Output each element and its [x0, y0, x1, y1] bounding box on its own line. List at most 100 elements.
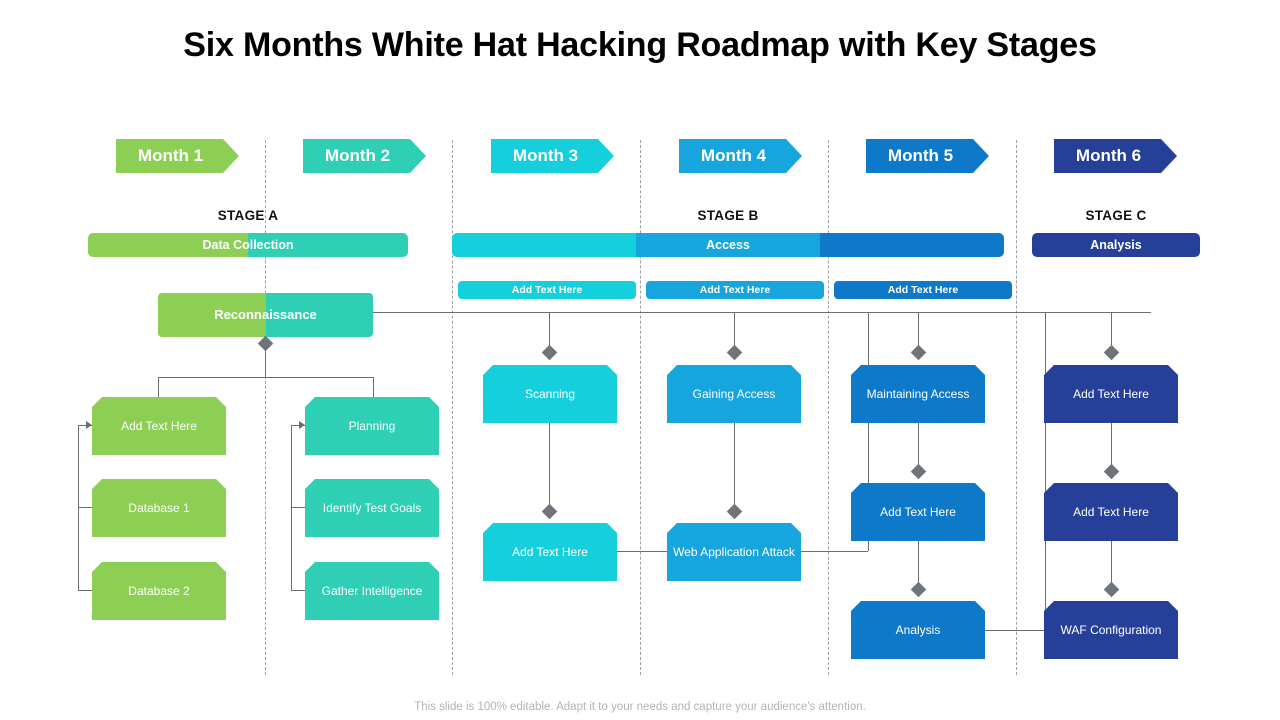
month-banner-label: Month 6 [1075, 146, 1142, 165]
node-label: Maintaining Access [866, 386, 970, 401]
month-banner-3[interactable]: Month 3 [491, 139, 614, 173]
connector-diamond [910, 581, 927, 598]
sub-bar-month4[interactable]: Add Text Here [646, 281, 824, 299]
node-label: Web Application Attack [673, 544, 795, 559]
sub-bar-month5[interactable]: Add Text Here [834, 281, 1012, 299]
month-banner-1[interactable]: Month 1 [116, 139, 239, 173]
node-label: Database 1 [128, 500, 190, 515]
node-month1-3[interactable]: Database 2 [92, 562, 226, 620]
connector-line [158, 377, 159, 397]
node-month2-1[interactable]: Planning [305, 397, 439, 455]
connector-line [1111, 541, 1112, 593]
node-label: Add Text Here [121, 418, 197, 433]
node-label: Analysis [895, 622, 941, 637]
node-month4-1[interactable]: Gaining Access [667, 365, 801, 423]
reconnaissance-label: Reconnaissance [214, 307, 317, 322]
connector-line [291, 590, 305, 591]
connector-line [734, 312, 735, 345]
connector-diamond [910, 463, 927, 480]
stage-bar-segment [1032, 233, 1200, 257]
node-label: Add Text Here [512, 544, 588, 559]
connector-diamond [541, 503, 558, 520]
stage-bar-a-label: Data Collection [202, 238, 294, 252]
node-month2-3[interactable]: Gather Intelligence [305, 562, 439, 620]
connector-line [265, 347, 266, 377]
stage-bar-c[interactable]: Analysis [1032, 233, 1200, 257]
node-label: Gaining Access [692, 386, 776, 401]
recon-segment [265, 293, 373, 337]
connector-line [1111, 312, 1112, 345]
connector-line [918, 312, 919, 345]
connector-line [1045, 312, 1046, 630]
connector-line [918, 423, 919, 475]
column-divider-2 [452, 140, 453, 675]
connector-line [985, 630, 1045, 631]
connector-line [918, 541, 919, 593]
stage-bar-segment [820, 233, 1004, 257]
node-month6-1[interactable]: Add Text Here [1044, 365, 1178, 423]
connector-line [373, 312, 1151, 313]
node-label: WAF Configuration [1060, 622, 1162, 637]
connector-line [734, 423, 735, 516]
connector-diamond [1103, 581, 1120, 598]
node-month1-1[interactable]: Add Text Here [92, 397, 226, 455]
month-banner-label: Month 1 [137, 146, 204, 165]
connector-line [158, 377, 373, 378]
node-month3-2[interactable]: Add Text Here [483, 523, 617, 581]
stage-bar-segment [636, 233, 820, 257]
node-label: Add Text Here [880, 504, 956, 519]
node-label: Identify Test Goals [322, 500, 422, 515]
node-label: Add Text Here [1073, 504, 1149, 519]
connector-diamond [726, 344, 743, 361]
month-banner-6[interactable]: Month 6 [1054, 139, 1177, 173]
node-label: Scanning [524, 386, 576, 401]
connector-diamond [1103, 344, 1120, 361]
node-label: Planning [348, 418, 396, 433]
connector-line [801, 551, 868, 552]
page-title: Six Months White Hat Hacking Roadmap wit… [183, 26, 1097, 64]
connector-line [78, 507, 92, 508]
connector-diamond [541, 344, 558, 361]
node-label: Database 2 [128, 583, 190, 598]
node-month6-2[interactable]: Add Text Here [1044, 483, 1178, 541]
recon-segment [158, 293, 266, 337]
node-label: Gather Intelligence [321, 583, 423, 598]
node-month6-3[interactable]: WAF Configuration [1044, 601, 1178, 659]
stage-bar-segment [88, 233, 248, 257]
stage-bar-c-label: Analysis [1090, 238, 1142, 252]
connector-line [1111, 423, 1112, 475]
month-banner-label: Month 5 [887, 146, 954, 165]
connector-line [78, 425, 92, 426]
month-banner-5[interactable]: Month 5 [866, 139, 989, 173]
footer-note: This slide is 100% editable. Adapt it to… [414, 701, 866, 713]
month-banner-label: Month 2 [324, 146, 391, 165]
stage-bar-a[interactable]: Data Collection [88, 233, 408, 257]
node-month4-2[interactable]: Web Application Attack [667, 523, 801, 581]
month-banner-4[interactable]: Month 4 [679, 139, 802, 173]
connector-line [549, 423, 550, 516]
stage-bar-b-label: Access [706, 238, 750, 252]
node-month2-2[interactable]: Identify Test Goals [305, 479, 439, 537]
stage-bar-segment [248, 233, 408, 257]
stage-bar-b[interactable]: Access [452, 233, 1004, 257]
node-month1-2[interactable]: Database 1 [92, 479, 226, 537]
sub-bar-month3[interactable]: Add Text Here [458, 281, 636, 299]
stage-label-c: STAGE C [1085, 208, 1147, 223]
node-month5-2[interactable]: Add Text Here [851, 483, 985, 541]
node-month5-3[interactable]: Analysis [851, 601, 985, 659]
reconnaissance-box[interactable] [158, 293, 373, 337]
stage-label-a: STAGE A [217, 208, 279, 223]
connector-line [617, 551, 684, 552]
connector-line [291, 425, 305, 426]
connector-arrow-icon [299, 421, 305, 429]
stage-label-b: STAGE B [697, 208, 759, 223]
connector-line [373, 377, 374, 397]
month-banner-2[interactable]: Month 2 [303, 139, 426, 173]
column-divider-4 [828, 140, 829, 675]
connector-line [868, 312, 869, 551]
connector-line [291, 507, 305, 508]
node-month5-1[interactable]: Maintaining Access [851, 365, 985, 423]
connector-line [549, 312, 550, 345]
column-divider-1 [265, 140, 266, 675]
node-month3-1[interactable]: Scanning [483, 365, 617, 423]
